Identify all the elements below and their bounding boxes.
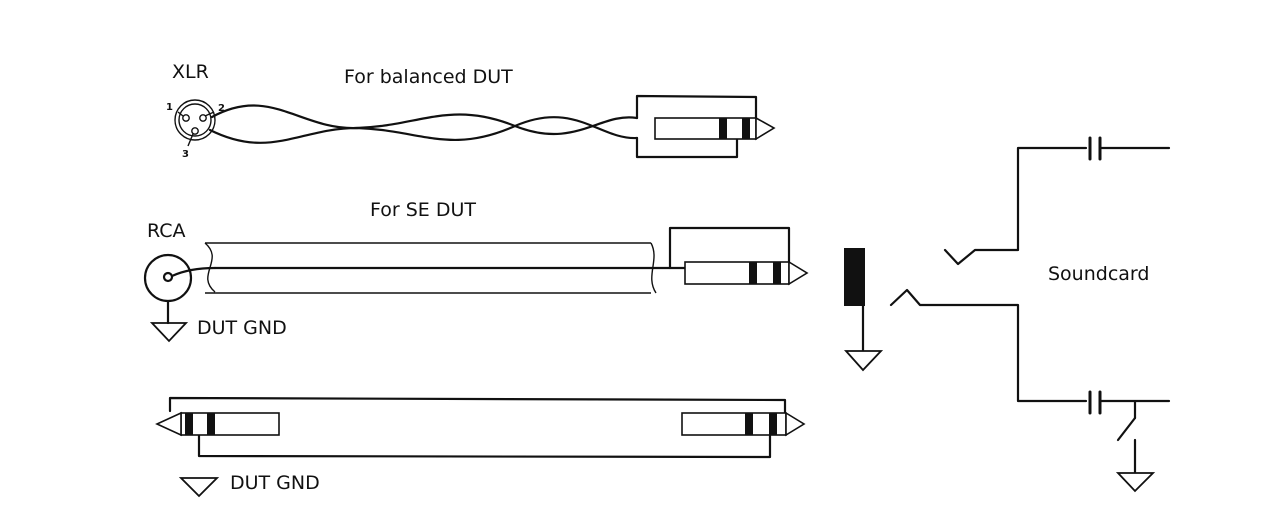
loopback-ground-symbol (178, 477, 220, 498)
soundcard-label: Soundcard (1048, 263, 1150, 285)
xlr-pin-3: 3 (182, 149, 189, 160)
xlr-pin-1: 1 (166, 102, 173, 113)
input-capacitor-top (1088, 136, 1171, 161)
jack-tip-contact (943, 146, 1088, 266)
balanced-return-wire (635, 136, 739, 159)
twisted-pair-wire-b (208, 116, 639, 144)
se-dut-label: For SE DUT (370, 199, 476, 221)
trs-plug-balanced (654, 116, 776, 141)
jack-sleeve-contact (843, 248, 884, 372)
dut-gnd-label-loopback: DUT GND (230, 472, 320, 494)
xlr-pin-2: 2 (218, 103, 225, 114)
ground-switch (1115, 400, 1156, 493)
coax-shield (204, 242, 657, 294)
balanced-dut-label: For balanced DUT (344, 66, 513, 88)
twisted-pair-wire-a (210, 104, 639, 136)
jack-ring-contact (889, 288, 1088, 403)
dut-gnd-label-rca: DUT GND (197, 317, 287, 339)
xlr-connector (174, 99, 216, 147)
loopback-bottom-wire (197, 433, 772, 459)
rca-signal-wire (170, 266, 217, 278)
rca-ground-symbol (149, 299, 189, 343)
se-shield-wire (668, 226, 791, 270)
trs-plug-left (155, 411, 280, 437)
trs-plug-se (684, 260, 809, 286)
rca-connector (143, 253, 193, 303)
balanced-shield-wire (635, 94, 758, 120)
input-capacitor-bottom (1088, 390, 1171, 415)
rca-label: RCA (147, 220, 186, 242)
xlr-label: XLR (172, 61, 209, 83)
loopback-top-wire (168, 396, 787, 415)
trs-plug-right (681, 411, 806, 437)
